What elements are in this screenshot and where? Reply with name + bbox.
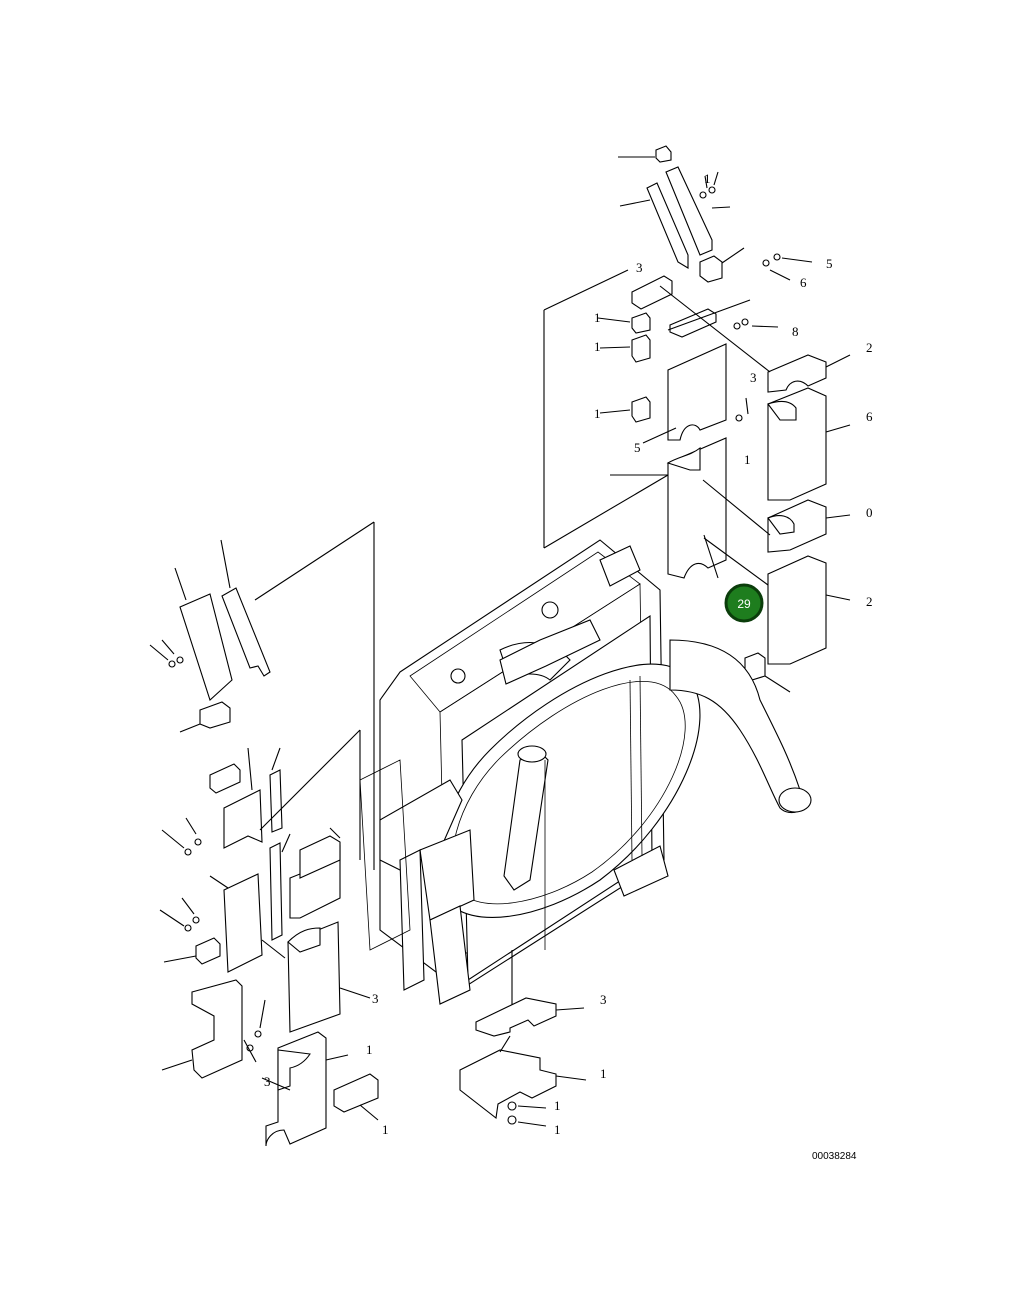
part-label: 3 bbox=[264, 1074, 271, 1089]
part-label: 5 bbox=[634, 440, 641, 455]
part-label: 1 bbox=[594, 406, 601, 421]
part-label: 3 bbox=[372, 991, 379, 1006]
top-bracket-group bbox=[618, 145, 745, 283]
part-label: 1 bbox=[594, 310, 601, 325]
part-label: 1 bbox=[554, 1122, 561, 1137]
part-label: 3 bbox=[636, 260, 643, 275]
part-label: 5 bbox=[826, 256, 833, 271]
right-block-group bbox=[659, 285, 851, 693]
part-label: 1 bbox=[594, 339, 601, 354]
radiator-assembly bbox=[359, 539, 812, 1005]
part-label: 8 bbox=[792, 324, 799, 339]
part-label: 2 bbox=[866, 594, 873, 609]
part-labels: 5 6 8 2 6 0 2 1 3 3 1 1 1 5 1 3 1 3 1 1 … bbox=[264, 171, 873, 1137]
right-plate-group bbox=[543, 253, 813, 579]
part-label: 2 bbox=[866, 340, 873, 355]
drawing-number: 00038284 bbox=[812, 1151, 857, 1162]
part-label: 1 bbox=[704, 171, 711, 186]
part-label: 3 bbox=[600, 992, 607, 1007]
bottom-plate-group bbox=[459, 950, 587, 1127]
part-label: 1 bbox=[366, 1042, 373, 1057]
part-label: 1 bbox=[382, 1122, 389, 1137]
part-label: 6 bbox=[800, 275, 807, 290]
part-label: 1 bbox=[600, 1066, 607, 1081]
part-label: 6 bbox=[866, 409, 873, 424]
left-bracket-group bbox=[149, 521, 379, 1147]
callout-label: 29 bbox=[737, 597, 751, 611]
callout-badge[interactable]: 29 bbox=[724, 583, 764, 623]
part-label: 1 bbox=[554, 1098, 561, 1113]
part-label: 0 bbox=[866, 505, 873, 520]
part-label: 3 bbox=[750, 370, 757, 385]
part-label: 1 bbox=[744, 452, 751, 467]
callout-circle[interactable] bbox=[724, 583, 764, 623]
